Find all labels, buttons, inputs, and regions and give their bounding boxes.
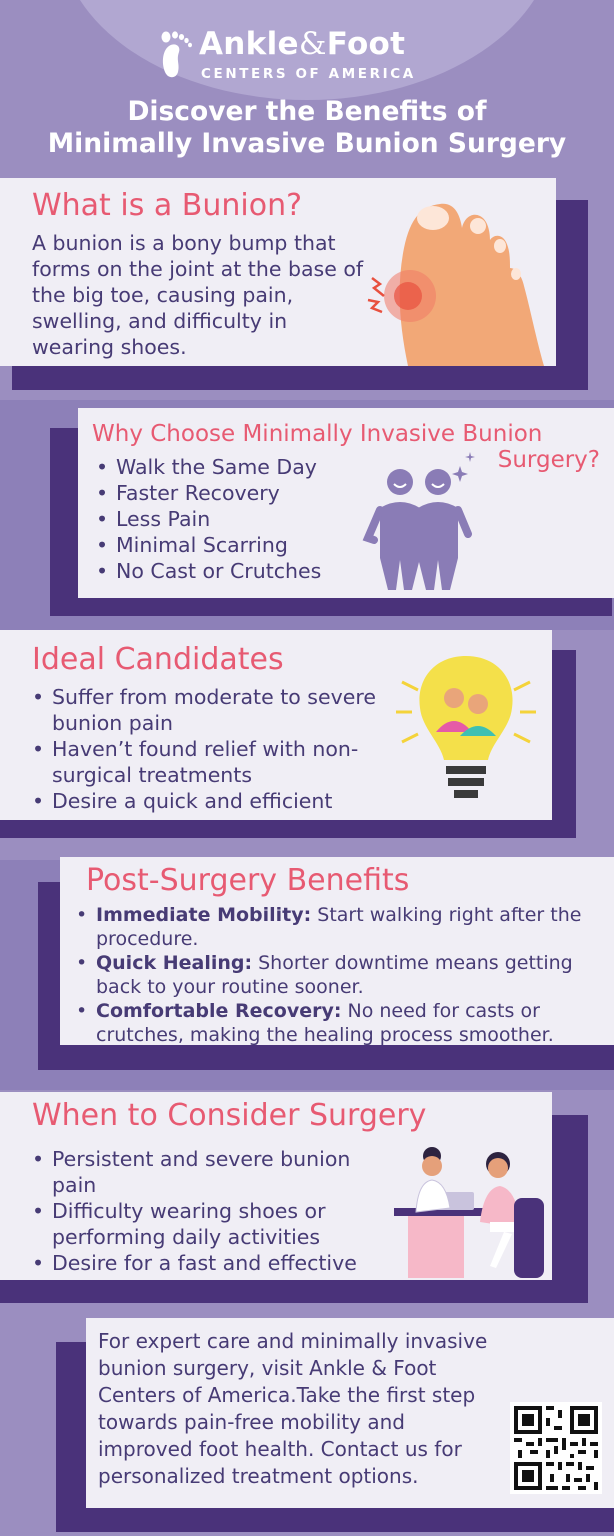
cta-text: For expert care and minimally invasive b… bbox=[98, 1329, 488, 1488]
what-is-bunion-title: What is a Bunion? bbox=[32, 188, 303, 223]
what-is-bunion-text: A bunion is a bony bump that forms on th… bbox=[32, 231, 364, 359]
cta-card: For expert care and minimally invasive b… bbox=[86, 1318, 614, 1508]
happy-people-icon bbox=[362, 452, 475, 590]
when-to-consider-card: When to Consider Surgery Persistent and … bbox=[0, 1092, 552, 1280]
doctor-consultation-icon bbox=[394, 1147, 544, 1278]
benefit-label: Comfortable Recovery: bbox=[96, 1000, 342, 1022]
list-item: Faster Recovery bbox=[94, 480, 354, 506]
benefit-label: Quick Healing: bbox=[96, 952, 253, 974]
list-item: Difficulty wearing shoes or performing d… bbox=[30, 1198, 400, 1250]
list-item: Immediate Mobility: Start walking right … bbox=[74, 903, 594, 951]
list-item: Quick Healing: Shorter downtime means ge… bbox=[74, 951, 594, 999]
post-surgery-title: Post-Surgery Benefits bbox=[86, 863, 410, 898]
list-item: Desire for a fast and effective solution bbox=[30, 1250, 400, 1280]
benefit-text: Shorter downtime means getting back to y… bbox=[96, 952, 573, 998]
ideal-candidates-title: Ideal Candidates bbox=[32, 642, 284, 677]
qr-code-icon[interactable] bbox=[510, 1402, 602, 1494]
brand-logo: Ankle&Foot CENTERS OF AMERICA bbox=[155, 26, 445, 86]
page-title-line-2: Minimally Invasive Bunion Surgery bbox=[47, 128, 567, 159]
when-to-consider-list: Persistent and severe bunion pain Diffic… bbox=[30, 1146, 400, 1280]
list-item: Persistent and severe bunion pain bbox=[30, 1146, 400, 1198]
benefit-label: Immediate Mobility: bbox=[96, 904, 312, 926]
why-choose-title-line-1: Why Choose Minimally Invasive Bunion bbox=[92, 421, 543, 447]
bunion-foot-icon bbox=[367, 203, 544, 366]
list-item: Suffer from moderate to severe bunion pa… bbox=[30, 684, 400, 736]
page-title-line-1: Discover the Benefits of bbox=[127, 96, 487, 127]
list-item: Minimal Scarring bbox=[94, 532, 354, 558]
why-choose-list: Walk the Same Day Faster Recovery Less P… bbox=[94, 454, 354, 584]
brand-name: Ankle&Foot bbox=[199, 26, 406, 62]
list-item: Comfortable Recovery: No need for casts … bbox=[74, 999, 594, 1045]
list-item: No Cast or Crutches bbox=[94, 558, 354, 584]
what-is-bunion-card: What is a Bunion? A bunion is a bony bum… bbox=[0, 178, 556, 366]
ideal-candidates-card: Ideal Candidates Suffer from moderate to… bbox=[0, 630, 552, 820]
list-item: Less Pain bbox=[94, 506, 354, 532]
list-item: Desire a quick and efficient recovery bbox=[30, 788, 400, 820]
brand-subtitle: CENTERS OF AMERICA bbox=[201, 66, 416, 82]
page-title: Discover the Benefits of Minimally Invas… bbox=[0, 96, 614, 160]
list-item: Walk the Same Day bbox=[94, 454, 354, 480]
ideal-candidates-list: Suffer from moderate to severe bunion pa… bbox=[30, 684, 400, 820]
lightbulb-icon bbox=[396, 656, 536, 798]
list-item: Haven’t found relief with non-surgical t… bbox=[30, 736, 400, 788]
when-to-consider-title: When to Consider Surgery bbox=[32, 1098, 427, 1133]
why-choose-card: Why Choose Minimally Invasive Bunion Sur… bbox=[78, 408, 614, 598]
post-surgery-list: Immediate Mobility: Start walking right … bbox=[74, 903, 594, 1045]
benefit-text: Start walking right after the procedure. bbox=[96, 904, 582, 950]
footprint-icon bbox=[161, 31, 192, 78]
benefit-text: No need for casts or crutches, making th… bbox=[96, 1000, 554, 1045]
why-choose-title-line-2: Surgery? bbox=[497, 447, 600, 473]
post-surgery-card: Post-Surgery Benefits Immediate Mobility… bbox=[60, 857, 614, 1045]
